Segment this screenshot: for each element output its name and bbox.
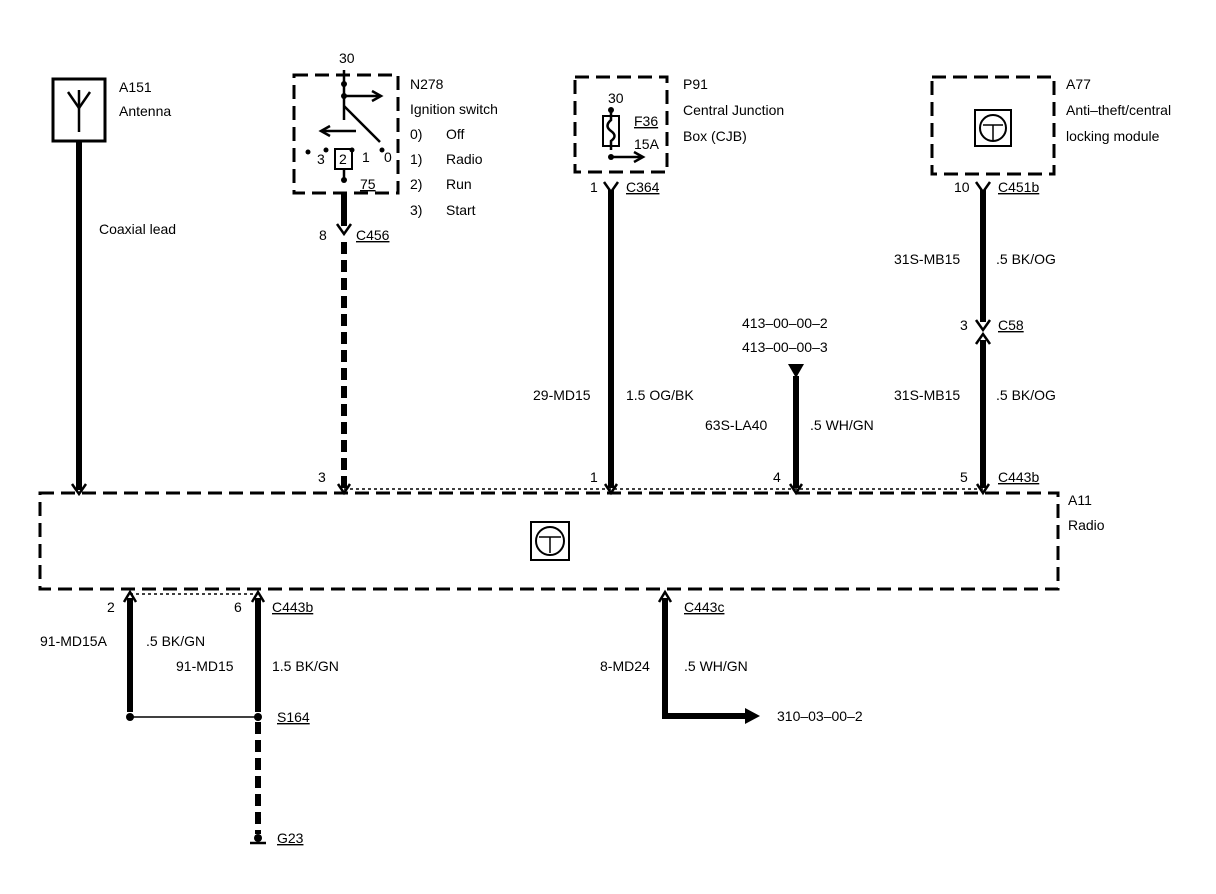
ignition-pin: 8 [319, 227, 327, 243]
radio-box [38, 491, 1060, 591]
ignition-pos-1: 1) [410, 151, 422, 167]
antitheft-id: A77 [1066, 76, 1091, 92]
ground-wire-a-spec: .5 BK/GN [146, 633, 205, 649]
ground-wire-b-spec: 1.5 BK/GN [272, 658, 339, 674]
speaker-wire [662, 598, 745, 719]
ignition-terminal-30: 30 [339, 50, 355, 66]
speaker-ref: 310–03–00–2 [777, 708, 863, 724]
ignition-contact-0: 0 [384, 149, 392, 165]
radio-bottom-connector-right: C443c [684, 599, 724, 615]
coaxial-lead-label: Coaxial lead [99, 221, 176, 237]
antenna-connector-mark [70, 483, 88, 497]
fuse-rating: 15A [634, 136, 660, 152]
fuse-id: F36 [634, 113, 658, 129]
antitheft-component: A77 Anti–theft/central locking module 10… [894, 75, 1171, 488]
module-icon [974, 109, 1012, 147]
antitheft-pin: 10 [954, 179, 970, 195]
antitheft-wire-code-upper: 31S-MB15 [894, 251, 960, 267]
ignition-pos-2-label: Run [446, 176, 472, 192]
c58-pin: 3 [960, 317, 968, 333]
ignition-id: N278 [410, 76, 444, 92]
cjb-wire-code: 29-MD15 [533, 387, 591, 403]
radio-pin-5: 5 [960, 469, 968, 485]
antitheft-connector: C451b [998, 179, 1039, 195]
ignition-name: Ignition switch [410, 101, 498, 117]
speaker-arrow-icon [745, 708, 760, 724]
c58-connector-mark [974, 319, 992, 333]
lighting-wire-code: 63S-LA40 [705, 417, 767, 433]
antenna-name: Antenna [119, 103, 171, 119]
lighting-arrow-icon [788, 364, 804, 378]
ignition-switch-component: 30 3 2 1 0 75 N278 Ignition switch 0) Of… [292, 50, 498, 488]
ground-id: G23 [277, 830, 304, 846]
cjb-component: 30 F36 15A P91 Central Junction Box (CJB… [533, 75, 784, 488]
ignition-switch-icon [305, 89, 385, 183]
ignition-pos-0-label: Off [446, 126, 465, 142]
radio-bottom-connector-left: C443b [272, 599, 313, 615]
ignition-pos-1-label: Radio [446, 151, 483, 167]
ignition-contact-1: 1 [362, 149, 370, 165]
radio-pin-2: 2 [107, 599, 115, 615]
radio-name: Radio [1068, 517, 1105, 533]
antitheft-name-line1: Anti–theft/central [1066, 102, 1171, 118]
antenna-component: A151 Antenna Coaxial lead [51, 77, 176, 497]
cjb-name-line1: Central Junction [683, 102, 784, 118]
ground-icon [250, 834, 266, 845]
radio-pin-6: 6 [234, 599, 242, 615]
fuse-icon [602, 111, 620, 150]
ignition-pos-3-label: Start [446, 202, 476, 218]
splice-id: S164 [277, 709, 310, 725]
radio-id: A11 [1068, 492, 1092, 508]
speaker-wire-spec: .5 WH/GN [684, 658, 748, 674]
radio-pin-4: 4 [773, 469, 781, 485]
cjb-name-line2: Box (CJB) [683, 128, 747, 144]
antitheft-name-line2: locking module [1066, 128, 1160, 144]
ignition-contact-2: 2 [339, 151, 347, 167]
antenna-id: A151 [119, 79, 152, 95]
speaker-wire-group: 8-MD24 .5 WH/GN 310–03–00–2 [600, 598, 863, 724]
ignition-pos-0: 0) [410, 126, 422, 142]
antitheft-box [930, 75, 1056, 176]
cjb-pin: 1 [590, 179, 598, 195]
lighting-wire-group: 413–00–00–2 413–00–00–3 63S-LA40 .5 WH/G… [705, 315, 874, 488]
antenna-icon [66, 90, 92, 132]
speaker-wire-code: 8-MD24 [600, 658, 650, 674]
radio-pin-3: 3 [318, 469, 326, 485]
cjb-wire-spec: 1.5 OG/BK [626, 387, 694, 403]
radio-component: 3 1 4 5 C443b A11 Radio 2 6 C443b C443c [38, 469, 1105, 615]
ignition-contact-3: 3 [317, 151, 325, 167]
ignition-terminal-75: 75 [360, 176, 376, 192]
cjb-terminal-30: 30 [608, 90, 624, 106]
cjb-id: P91 [683, 76, 708, 92]
ground-wire-a-code: 91-MD15A [40, 633, 108, 649]
radio-pin-1: 1 [590, 469, 598, 485]
cjb-connector: C364 [626, 179, 660, 195]
lighting-ref-1: 413–00–00–2 [742, 315, 828, 331]
antitheft-wire-spec-upper: .5 BK/OG [996, 251, 1056, 267]
ignition-pos-2: 2) [410, 176, 422, 192]
ground-wires-group: 91-MD15A .5 BK/GN 91-MD15 1.5 BK/GN S164… [40, 598, 339, 846]
antitheft-wire-spec-lower: .5 BK/OG [996, 387, 1056, 403]
ground-wire-b-code: 91-MD15 [176, 658, 234, 674]
c58-connector: C58 [998, 317, 1024, 333]
radio-top-connector: C443b [998, 469, 1039, 485]
c456-connector-mark [335, 223, 353, 237]
antitheft-wire-code-lower: 31S-MB15 [894, 387, 960, 403]
lighting-ref-2: 413–00–00–3 [742, 339, 828, 355]
cjb-box [573, 75, 669, 174]
lighting-wire-spec: .5 WH/GN [810, 417, 874, 433]
ignition-connector: C456 [356, 227, 390, 243]
ignition-switch-box [292, 73, 400, 195]
radio-module-icon [530, 521, 570, 561]
ignition-pos-3: 3) [410, 202, 422, 218]
